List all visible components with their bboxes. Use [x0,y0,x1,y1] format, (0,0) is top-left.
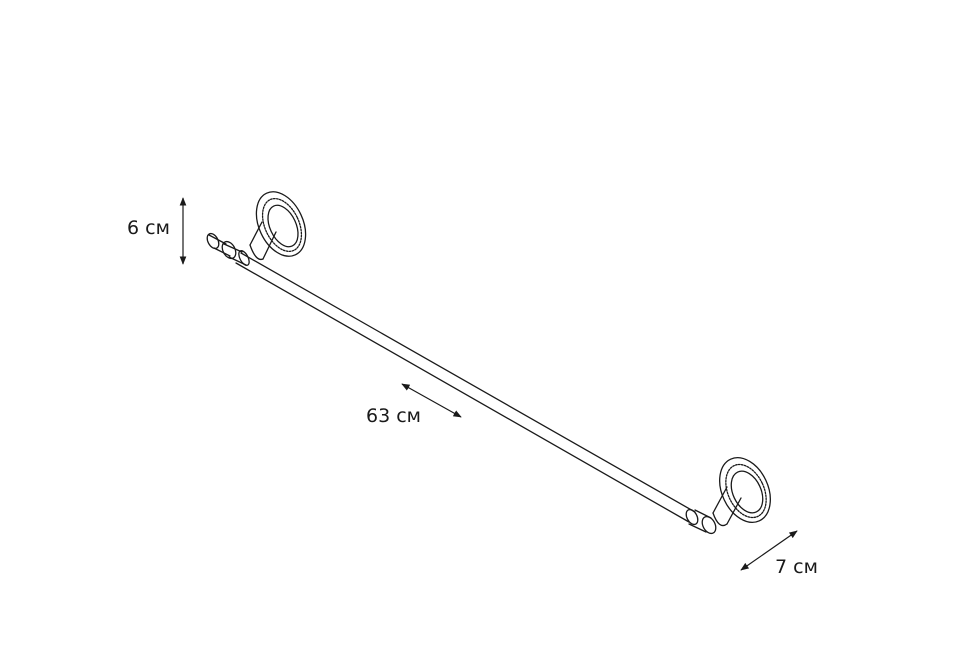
length-label: 63 см [366,405,421,427]
right-wall-rosette [712,457,771,527]
depth-dimension-line [740,530,798,571]
length-dimension: 63 см [366,383,462,427]
length-dimension-line [401,383,462,418]
right-end-cap [685,508,717,535]
depth-label: 7 см [775,556,818,578]
towel-bar-tube [235,252,696,523]
height-label: 6 см [127,217,170,239]
depth-dimension: 7 см [740,530,818,578]
left-end-cap [206,232,250,266]
height-dimension: 6 см [127,197,187,265]
left-wall-rosette [249,191,307,261]
